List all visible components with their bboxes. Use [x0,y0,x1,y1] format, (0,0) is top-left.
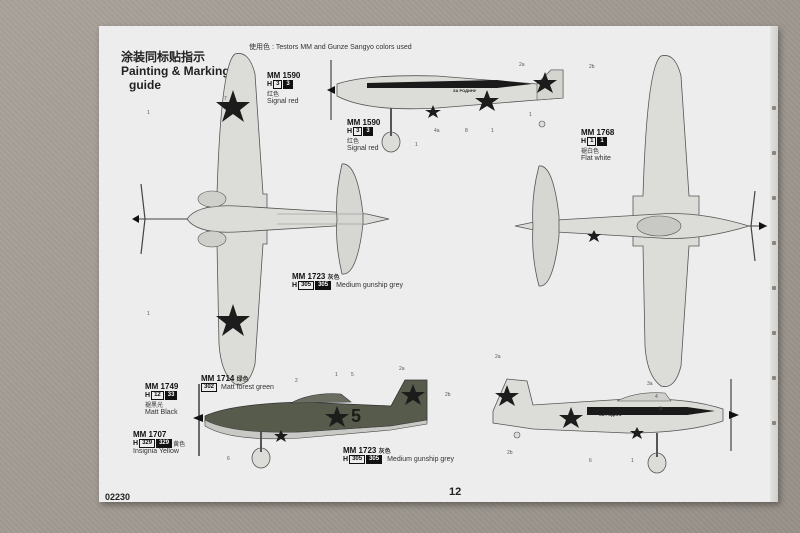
gunze-code: H 1 1 [581,137,614,146]
callout-mm1590-a: MM 1590 H 3 3 红色 Signal red [267,71,300,105]
binding-hole [772,331,776,335]
page-number: 12 [449,486,462,498]
callout-mm1749: MM 1749 H 12 33 褪黑光 Matt Black [145,382,178,416]
slogan-label: ЗА РОДИНУ [453,88,477,93]
callout-mm1723-a: MM 1723 灰色 H 305 305 Medium gunship grey [292,272,403,290]
color-name-cn: 褪白色 [581,149,600,155]
paint-code: MM 1723 灰色 [343,446,391,455]
aircraft-side-view-upper [327,60,564,153]
gunze-code: 302 Matt forest green [201,383,274,392]
callout-mm1768: MM 1768 H 1 1 褪白色 Flat white [581,128,614,162]
binding-hole [772,421,776,425]
part-number: 2a [519,62,525,68]
aircraft-top-view [132,53,390,385]
colors-used-note: 使用色 : Testors MM and Gunze Sangyo colors… [249,44,412,51]
paint-code: MM 1749 [145,382,179,391]
part-number: 7 [224,96,227,102]
slogan-label: ЗА РОДИНУ [599,412,623,417]
binding-hole [772,376,776,380]
part-number: 2b [445,392,451,398]
color-name-cn: 红色 [267,92,280,98]
fuselage-number: 5 [351,406,362,426]
part-number: 1 [147,311,150,317]
part-number: 1 [491,128,494,134]
paint-code: MM 1714 绿色 [201,374,249,383]
aircraft-side-view-lower-right [492,378,739,474]
color-name: Insignia Yellow [133,448,179,455]
title-english: Painting & Marking [121,64,230,78]
color-name-cn: 褪黑光 [145,403,164,409]
title-english-guide: guide [129,78,161,92]
gunze-code: H 12 33 [145,391,178,400]
callout-mm1714: MM 1714 绿色 302 Matt forest green [201,374,274,392]
part-number: 2b [589,64,595,70]
part-number: 2a [495,354,501,360]
part-number: 3 [659,406,662,412]
gunze-code: H 329 329 黄色 [133,439,186,448]
part-number: 1 [147,110,150,116]
part-number: 6 [227,456,230,462]
part-number: 5 [351,372,354,378]
gunze-code: H 3 3 [347,127,380,136]
part-number: 1 [529,112,532,118]
gunze-code: H 305 305 Medium gunship grey [343,455,455,464]
kit-number: 02230 [105,492,131,502]
color-name: Signal red [347,145,379,152]
instruction-sheet: 涂装同标贴指示 Painting & Marking guide 使用色 : T… [99,26,778,502]
gunze-code: H 3 3 [267,80,300,89]
binding-hole [772,151,776,155]
part-number: 2 [295,378,298,384]
callout-mm1707: MM 1707 H 329 329 黄色 Insignia Yellow [133,430,185,455]
binding-hole [772,241,776,245]
part-number: 2b [507,450,513,456]
paint-code: MM 1590 [347,118,381,127]
part-number: 4 [655,394,658,400]
paint-code: MM 1768 [581,128,615,137]
part-number: 4a [434,128,440,134]
part-number: 6 [589,458,592,464]
binding-hole [772,106,776,110]
gunze-code: H 305 305 Medium gunship grey [292,281,404,290]
part-number: 1 [631,458,634,464]
title-chinese: 涂装同标贴指示 [121,50,206,64]
sheet-binding [770,26,778,502]
paint-code: MM 1707 [133,430,167,439]
color-name: Matt Black [145,409,178,416]
part-number: 3a [647,381,653,387]
part-number: 8 [465,128,468,134]
callout-mm1590-b: MM 1590 H 3 3 红色 Signal red [347,118,380,152]
color-name: Flat white [581,155,611,162]
paint-code: MM 1723 灰色 [292,272,340,281]
color-name: Signal red [267,98,299,105]
part-number: 1 [335,372,338,378]
aircraft-bottom-view [514,55,767,387]
part-number: 1 [415,142,418,148]
aircraft-side-view-lower-left [193,379,428,469]
color-name-cn: 红色 [347,139,360,145]
binding-hole [772,196,776,200]
binding-hole [772,286,776,290]
part-number: 2a [399,366,405,372]
callout-mm1723-b: MM 1723 灰色 H 305 305 Medium gunship grey [343,446,454,464]
paint-code: MM 1590 [267,71,301,80]
